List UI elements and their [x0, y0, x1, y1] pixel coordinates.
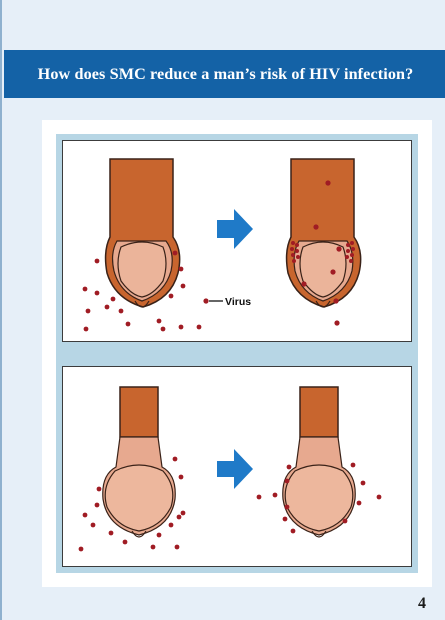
virus-dot-icon	[203, 298, 208, 303]
illustration-frame: Virus	[56, 134, 418, 573]
uncircumcised-diagram: Virus	[63, 141, 410, 340]
penis-cells-right	[287, 159, 361, 307]
virus-label: Virus	[225, 296, 251, 308]
arrow-right-icon	[217, 449, 253, 489]
circumcised-diagram	[63, 367, 410, 565]
panel-circumcised	[62, 366, 412, 567]
virus-legend: Virus	[203, 296, 251, 308]
title-banner: How does SMC reduce a man’s risk of HIV …	[4, 50, 445, 98]
arrow-right-icon	[217, 209, 253, 249]
penis-circumcised-left	[103, 387, 175, 537]
penis-with-foreskin-left	[106, 159, 180, 307]
panel-uncircumcised: Virus	[62, 140, 412, 342]
page-number: 4	[418, 595, 426, 613]
page-title: How does SMC reduce a man’s risk of HIV …	[38, 65, 414, 84]
illustration-card: Virus	[42, 120, 432, 587]
penis-circumcised-right	[283, 387, 355, 537]
